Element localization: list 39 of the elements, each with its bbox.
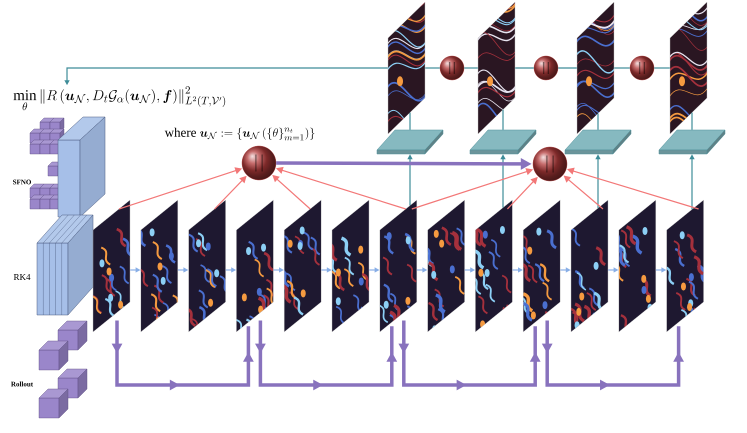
connector-line: [425, 67, 440, 69]
field-image: [523, 200, 560, 332]
objective-formula: $\min_{\theta}\left\|R\left(\boldsymbol{u}_{\mathcal{N}},D_t\mathcal{G}_{\alpha}(\boldsymbol{u}_{\mathcal{N}}),\boldsymbol{f}\right)\right\|^2_{L^2(T,\mathcal{V}')}$: [14, 86, 226, 110]
field-image: [618, 200, 656, 332]
connector-line: [597, 114, 599, 130]
sphere: [532, 146, 568, 182]
field-image: [236, 200, 274, 332]
plate: [658, 130, 726, 154]
field-image: [576, 2, 614, 134]
field-image: [670, 2, 708, 134]
sphere: [242, 146, 276, 180]
sphere: [630, 56, 654, 80]
field-image: [380, 200, 417, 332]
field-image: [570, 200, 608, 332]
connector-line: [614, 67, 630, 69]
field-image: [188, 200, 226, 332]
connector-line: [558, 67, 577, 69]
plate: [564, 130, 632, 154]
field-image: [478, 2, 516, 134]
connector-line: [515, 67, 534, 69]
condition-formula: $\text{where }\boldsymbol{u}_{\mathcal{N}}:=\left\{\boldsymbol{u}_{\mathcal{N}}\left(\{\theta\}_{m=1}^{n_t}\right)\right\}$: [164, 128, 314, 140]
field-image: [92, 200, 130, 332]
connector-line: [691, 112, 693, 130]
field-image: [332, 200, 370, 332]
plate: [376, 130, 444, 154]
sphere: [534, 56, 558, 80]
sphere: [440, 56, 464, 80]
field-image: [284, 200, 322, 332]
field-image: [388, 2, 426, 134]
plate: [470, 130, 536, 154]
connector-line: [654, 67, 670, 69]
field-image: [427, 200, 465, 332]
field-image: [475, 200, 513, 332]
field-image: [140, 200, 178, 332]
model-label: RK4: [14, 274, 30, 280]
connector-line: [409, 112, 411, 130]
connector-line: [502, 110, 504, 130]
field-image: [666, 200, 704, 332]
connector-line: [464, 67, 478, 69]
